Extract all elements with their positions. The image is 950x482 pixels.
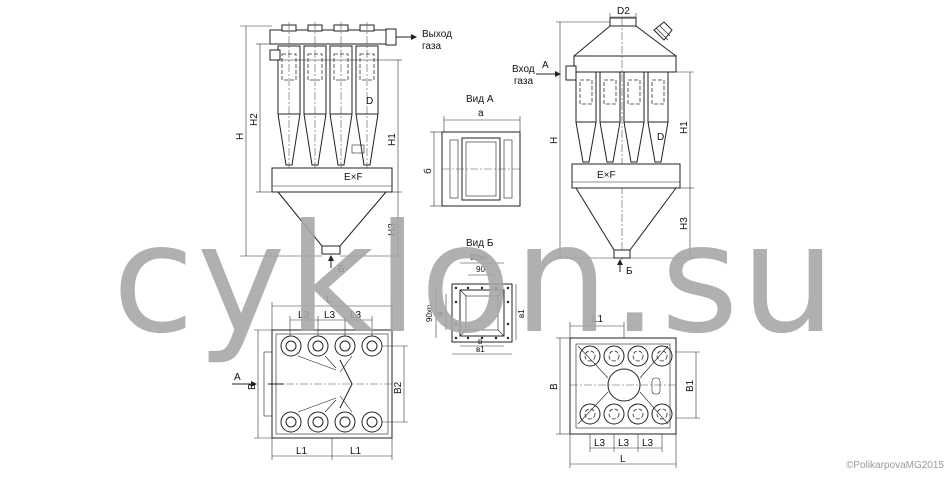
dim-H1-left: H1 [387, 133, 398, 146]
dim-L-plan-left: L [326, 294, 332, 305]
dim-D2: D2 [617, 6, 630, 17]
label-A-arrow-right: А [542, 60, 549, 71]
dim-L3-plan-left-2: L3 [324, 310, 336, 321]
dim-H2-left: H2 [249, 113, 260, 126]
dim-v-side: в [436, 312, 445, 316]
label-exf-right: E×F [597, 170, 616, 181]
dim-L3-plan-left-3: L3 [350, 310, 362, 321]
right-plan-view: L1 B B1 L3 L3 L3 L [549, 314, 700, 468]
right-front-view: D2 Вход газа А [512, 6, 694, 277]
dim-L-plan-right: L [620, 454, 626, 465]
label-B-arrow-right: Б [626, 266, 633, 277]
view-a: Вид А a б [422, 94, 521, 207]
dim-v1-bottom: в1 [476, 345, 485, 354]
dim-L1-plan-left-2: L1 [350, 446, 362, 457]
dim-90xn-side: 90хn [425, 305, 434, 322]
label-D-right: D [657, 132, 664, 143]
dim-90xn-top: 90хn [470, 253, 487, 262]
left-plan-view: А L L3 L3 L3 B B2 L1 L1 [232, 294, 408, 460]
dim-L3-plan-left-1: L3 [298, 310, 310, 321]
gas-out-label-1: Выход [422, 29, 452, 40]
gas-out-label-2: газа [422, 41, 441, 52]
dim-B1-plan-right: B1 [685, 379, 696, 392]
dim-v1-side: в1 [517, 309, 526, 318]
dim-L1-plan-right: L1 [592, 314, 604, 325]
left-front-view: Выход газа D E×F [235, 22, 452, 275]
label-B-arrow-left: Б [338, 264, 345, 275]
copyright-text: ©PolikarpovaMG2015 [846, 460, 944, 471]
dim-90-top: 90 [476, 265, 485, 274]
label-exf-left: E×F [344, 172, 363, 183]
dim-v-bottom: в [478, 337, 482, 346]
dim-B2-plan-left: B2 [393, 381, 404, 394]
gas-in-label-1: Вход [512, 64, 535, 75]
dim-L3-plan-right-1: L3 [594, 438, 606, 449]
gas-in-label-2: газа [514, 76, 533, 87]
dim-L3-plan-right-2: L3 [618, 438, 630, 449]
label-D-left: D [366, 96, 373, 107]
dim-B-plan-right: B [549, 383, 560, 390]
view-b: Вид Б 90хn 90 90хn в в1 в в1 [425, 238, 526, 355]
view-a-title: Вид А [466, 94, 494, 105]
dim-b-view-a: б [422, 168, 434, 174]
label-A-arrow-plan: А [234, 372, 241, 383]
dim-L1-plan-left-1: L1 [296, 446, 308, 457]
dim-H-right: H [549, 137, 560, 144]
dim-H3-left: H3 [387, 223, 398, 236]
view-b-title: Вид Б [466, 238, 494, 249]
dim-H1-right: H1 [679, 121, 690, 134]
dim-H3-right: H3 [679, 217, 690, 230]
dim-a: a [478, 108, 484, 119]
dim-B-plan-left: B [247, 383, 258, 390]
dim-L3-plan-right-3: L3 [642, 438, 654, 449]
dim-H-left: H [235, 133, 246, 140]
